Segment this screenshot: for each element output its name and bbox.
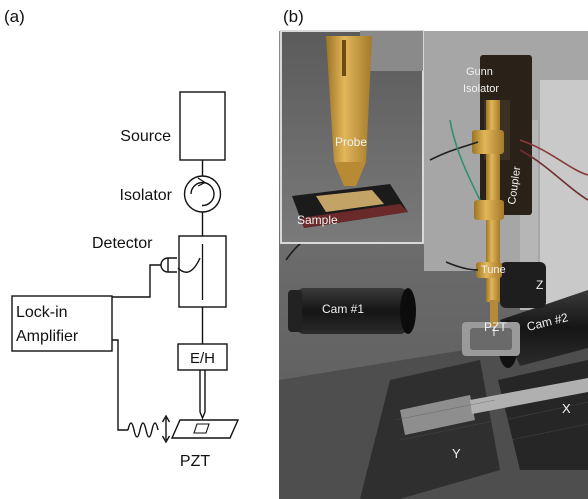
tune-label: Tune bbox=[481, 264, 506, 276]
source-label: Source bbox=[120, 128, 171, 145]
detector-diode bbox=[160, 257, 177, 273]
eh-label: E/H bbox=[190, 350, 215, 367]
sample-chip bbox=[193, 423, 210, 434]
isolator-label: Isolator bbox=[120, 187, 173, 204]
lockin-label-2: Amplifier bbox=[16, 328, 79, 345]
panel-b-tag: (b) bbox=[283, 7, 304, 26]
detector-label: Detector bbox=[92, 235, 153, 252]
eh-tuner-box bbox=[177, 343, 228, 371]
z-label: Z bbox=[536, 278, 543, 292]
source-box bbox=[179, 91, 226, 161]
probe-sample-inset bbox=[280, 30, 424, 244]
sample-label: Sample bbox=[297, 213, 338, 227]
lockin-label-1: Lock-in bbox=[16, 304, 68, 321]
z-stage bbox=[500, 262, 546, 308]
gunn-label: Gunn bbox=[466, 66, 493, 78]
modulation-wire bbox=[112, 339, 128, 431]
x-label: X bbox=[562, 401, 571, 416]
y-label: Y bbox=[452, 446, 461, 461]
panel-b-photo: Gunn Isolator Coupler Probe Sample Tune … bbox=[279, 30, 588, 499]
modulation-wave-icon bbox=[127, 422, 159, 438]
cam1-lens bbox=[288, 288, 416, 334]
panel-a-tag: (a) bbox=[4, 7, 25, 26]
cam1-label: Cam #1 bbox=[322, 302, 364, 316]
pzt-stage bbox=[170, 419, 240, 439]
waveguide-assembly bbox=[472, 55, 532, 336]
isolator-photo-label: Isolator bbox=[463, 83, 499, 95]
probe-body bbox=[326, 36, 372, 162]
detector-wire bbox=[112, 264, 161, 298]
pzt-label: PZT bbox=[180, 453, 210, 470]
pzt-photo-label: PZT bbox=[484, 320, 507, 334]
isolator-arrow bbox=[190, 181, 215, 207]
panel-a-schematic: (a) Source Isolator Detector Lock-in Amp… bbox=[4, 7, 240, 470]
probe-label: Probe bbox=[335, 135, 367, 149]
coupler-branch bbox=[177, 257, 201, 273]
lockin-box bbox=[11, 295, 113, 352]
coupler-label: Coupler bbox=[506, 165, 523, 205]
